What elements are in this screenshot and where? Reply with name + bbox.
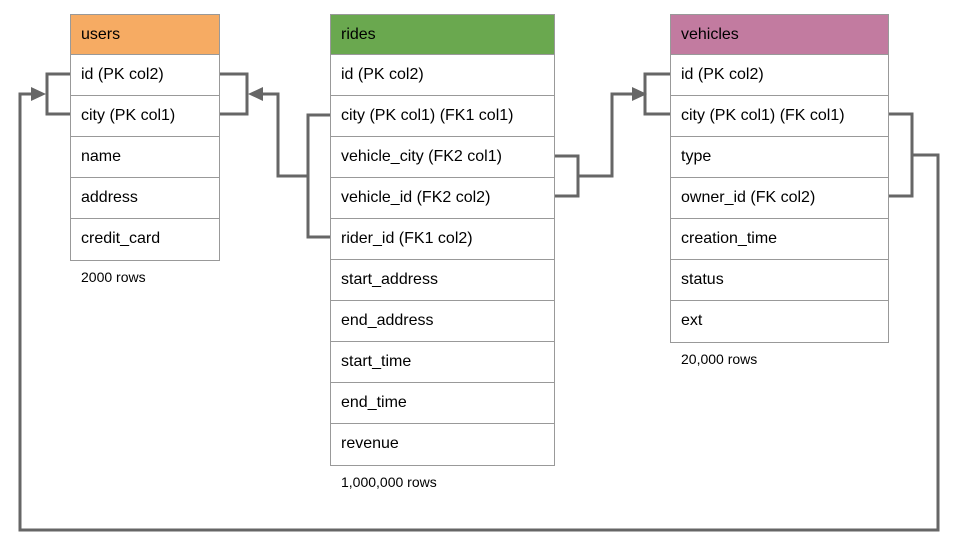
- fk2-vehicles-bracket: [643, 72, 670, 116]
- table-column-row: credit_card: [71, 219, 219, 260]
- table-vehicles-columns: id (PK col2) city (PK col1) (FK col1) ty…: [671, 55, 888, 342]
- fk2-rides-bracket: [553, 154, 580, 198]
- table-column-row: vehicle_city (FK2 col1): [331, 137, 554, 178]
- table-users-title: users: [71, 15, 219, 55]
- table-users: users id (PK col2) city (PK col1) name a…: [70, 14, 220, 285]
- table-column-row: city (PK col1) (FK col1): [671, 96, 888, 137]
- table-column-row: creation_time: [671, 219, 888, 260]
- table-column-row: id (PK col2): [71, 55, 219, 96]
- table-column-row: vehicle_id (FK2 col2): [331, 178, 554, 219]
- table-column-row: city (PK col1) (FK1 col1): [331, 96, 554, 137]
- table-column-row: rider_id (FK1 col2): [331, 219, 554, 260]
- fk3-users-bracket: [45, 72, 70, 116]
- fk1-arrowhead: [248, 87, 263, 101]
- table-column-row: id (PK col2): [331, 55, 554, 96]
- fk3-arrowhead: [31, 87, 46, 101]
- table-vehicles-title: vehicles: [671, 15, 888, 55]
- fk3-vehicles-bracket: [887, 112, 914, 198]
- table-vehicles: vehicles id (PK col2) city (PK col1) (FK…: [670, 14, 889, 367]
- table-rides: rides id (PK col2) city (PK col1) (FK1 c…: [330, 14, 555, 490]
- table-column-row: end_time: [331, 383, 554, 424]
- fk2-arrowhead: [632, 87, 647, 101]
- table-users-row-count: 2000 rows: [81, 269, 146, 285]
- table-column-row: id (PK col2): [671, 55, 888, 96]
- table-column-row: start_address: [331, 260, 554, 301]
- table-rides-row-count: 1,000,000 rows: [341, 474, 437, 490]
- fk1-users-bracket: [218, 72, 249, 116]
- table-column-row: revenue: [331, 424, 554, 465]
- table-rides-columns: id (PK col2) city (PK col1) (FK1 col1) v…: [331, 55, 554, 465]
- table-column-row: type: [671, 137, 888, 178]
- fk1-spine: [261, 92, 308, 178]
- table-rides-title: rides: [331, 15, 554, 55]
- table-column-row: ext: [671, 301, 888, 342]
- table-column-row: owner_id (FK col2): [671, 178, 888, 219]
- fk2-spine: [578, 92, 633, 178]
- table-column-row: city (PK col1): [71, 96, 219, 137]
- table-column-row: name: [71, 137, 219, 178]
- table-column-row: end_address: [331, 301, 554, 342]
- table-vehicles-row-count: 20,000 rows: [681, 351, 758, 367]
- fk3-spine: [18, 92, 940, 532]
- table-column-row: address: [71, 178, 219, 219]
- table-column-row: start_time: [331, 342, 554, 383]
- table-column-row: status: [671, 260, 888, 301]
- fk1-rides-bracket: [306, 113, 330, 239]
- table-users-columns: id (PK col2) city (PK col1) name address…: [71, 55, 219, 260]
